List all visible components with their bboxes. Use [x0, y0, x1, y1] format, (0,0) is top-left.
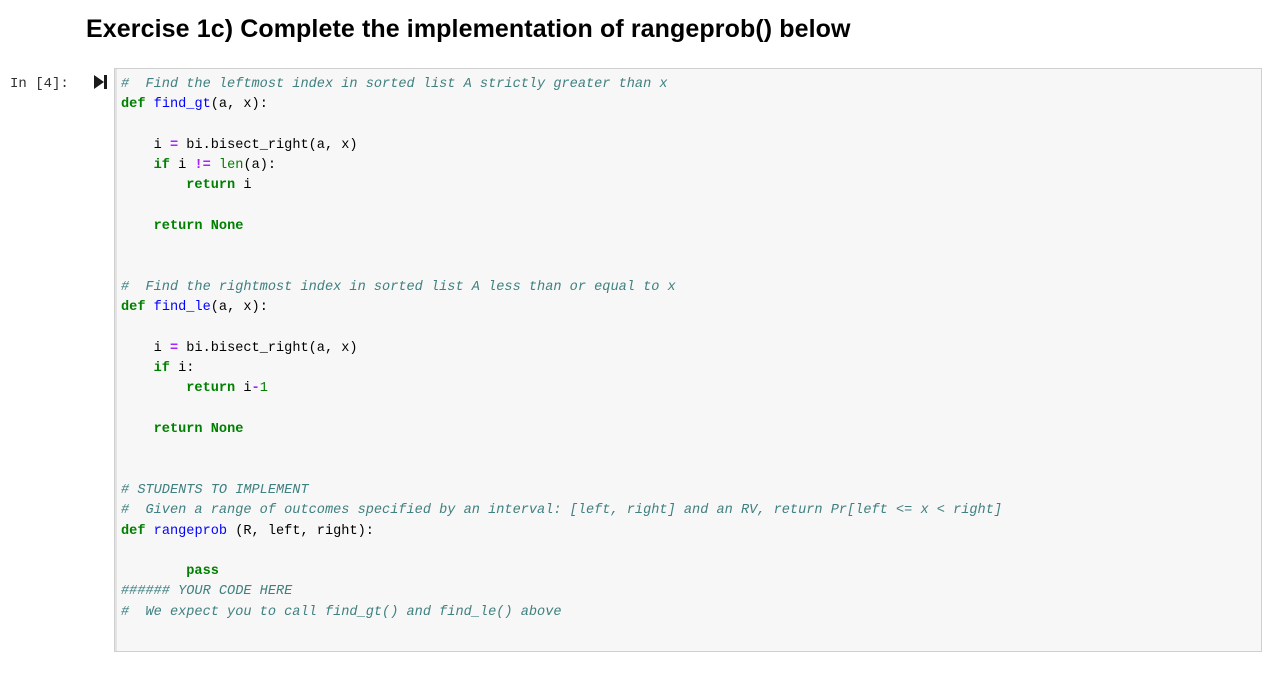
code-token-plain [121, 381, 186, 396]
code-line: i = bi.bisect_right(a, x) [121, 136, 1257, 156]
code-line: # STUDENTS TO IMPLEMENT [121, 481, 1257, 501]
code-token-plain [145, 97, 153, 112]
code-token-plain: (R, left, right): [227, 523, 374, 539]
code-token-plain: (a, x): [210, 97, 268, 113]
code-token-operator: != [194, 158, 211, 174]
code-token-keyword: if [153, 158, 170, 174]
code-token-plain: i [121, 340, 170, 356]
code-token-plain [121, 564, 186, 579]
code-token-comment: # We expect you to call find_gt() and fi… [121, 604, 562, 620]
code-token-funcname: rangeprob [153, 523, 228, 539]
code-token-builtin: len [218, 158, 244, 174]
code-line: pass [121, 562, 1257, 582]
code-line: return None [121, 420, 1257, 440]
code-line: if i: [121, 359, 1257, 379]
code-token-plain: (a): [243, 158, 277, 174]
code-line [121, 116, 1257, 136]
code-line: ###### YOUR CODE HERE [121, 582, 1257, 602]
page-title-text: Exercise 1c) Complete the implementation… [86, 14, 851, 43]
code-line: def find_gt(a, x): [121, 95, 1257, 115]
code-line: def find_le(a, x): [121, 298, 1257, 318]
input-prompt-label: In [4]: [10, 76, 69, 92]
code-token-plain: i [121, 137, 170, 153]
code-token-plain: i: [169, 361, 195, 377]
code-line: return i [121, 176, 1257, 196]
step-forward-icon-bar [104, 75, 107, 89]
code-line: if i != len(a): [121, 156, 1257, 176]
code-token-plain [145, 524, 153, 539]
code-token-plain: i [235, 178, 252, 194]
code-line [121, 197, 1257, 217]
code-line: # We expect you to call find_gt() and fi… [121, 603, 1257, 623]
code-line: i = bi.bisect_right(a, x) [121, 339, 1257, 359]
code-token-comment: # Find the leftmost index in sorted list… [121, 77, 668, 92]
code-token-plain [121, 422, 154, 437]
code-line [121, 440, 1257, 460]
code-token-comment: # Find the rightmost index in sorted lis… [121, 279, 676, 295]
input-prompt-area: In [4]: [0, 68, 88, 92]
code-token-plain: i [235, 381, 252, 397]
code-token-operator: - [251, 381, 260, 397]
code-token-keyword: def [121, 300, 146, 316]
code-line: return None [121, 217, 1257, 237]
code-token-funcname: find_gt [153, 97, 211, 113]
code-token-plain: (a, x): [210, 300, 268, 316]
code-cell-row: In [4]: # Find the leftmost index in sor… [0, 68, 1286, 654]
code-line [121, 461, 1257, 481]
run-icon-area[interactable] [88, 68, 114, 90]
step-forward-icon[interactable] [94, 75, 108, 90]
code-line: return i-1 [121, 379, 1257, 399]
code-token-comment: ###### YOUR CODE HERE [121, 584, 293, 600]
code-token-number: 1 [259, 381, 268, 397]
code-token-funcname: find_le [153, 300, 211, 316]
code-line: # Find the leftmost index in sorted list… [121, 75, 1257, 95]
code-token-operator: = [169, 340, 179, 356]
code-token-keyword: None [210, 219, 244, 235]
code-line: # Given a range of outcomes specified by… [121, 501, 1257, 521]
code-token-plain: i [169, 158, 195, 174]
code-token-keyword: return [186, 381, 236, 397]
code-token-comment: # STUDENTS TO IMPLEMENT [121, 482, 309, 498]
code-token-plain [121, 361, 154, 376]
code-token-keyword: def [121, 523, 146, 539]
code-token-keyword: return [153, 219, 203, 235]
code-token-plain [121, 219, 154, 234]
code-editor-cell[interactable]: # Find the leftmost index in sorted list… [114, 68, 1262, 652]
code-line [121, 319, 1257, 339]
code-line [121, 258, 1257, 278]
code-token-plain [121, 178, 186, 193]
code-token-operator: = [169, 137, 179, 153]
code-line [121, 542, 1257, 562]
code-token-plain [211, 158, 219, 173]
code-token-plain: bi.bisect_right(a, x) [178, 137, 358, 153]
code-token-plain: bi.bisect_right(a, x) [178, 340, 358, 356]
code-line [121, 400, 1257, 420]
step-forward-icon-triangle [94, 75, 104, 89]
code-token-plain [121, 158, 154, 173]
code-token-plain [203, 219, 211, 234]
code-token-comment: # Given a range of outcomes specified by… [121, 503, 1003, 519]
page-title: Exercise 1c) Complete the implementation… [0, 0, 1286, 58]
code-token-plain [145, 300, 153, 315]
code-token-keyword: return [153, 422, 203, 438]
code-token-keyword: if [153, 361, 170, 377]
code-token-keyword: None [210, 422, 244, 438]
code-line: # Find the rightmost index in sorted lis… [121, 278, 1257, 298]
code-token-plain [203, 422, 211, 437]
code-token-keyword: return [186, 178, 236, 194]
code-line [121, 237, 1257, 257]
code-token-keyword: def [121, 97, 146, 113]
code-line: def rangeprob (R, left, right): [121, 522, 1257, 542]
code-editor-content[interactable]: # Find the leftmost index in sorted list… [121, 75, 1257, 623]
code-token-keyword: pass [186, 564, 219, 580]
